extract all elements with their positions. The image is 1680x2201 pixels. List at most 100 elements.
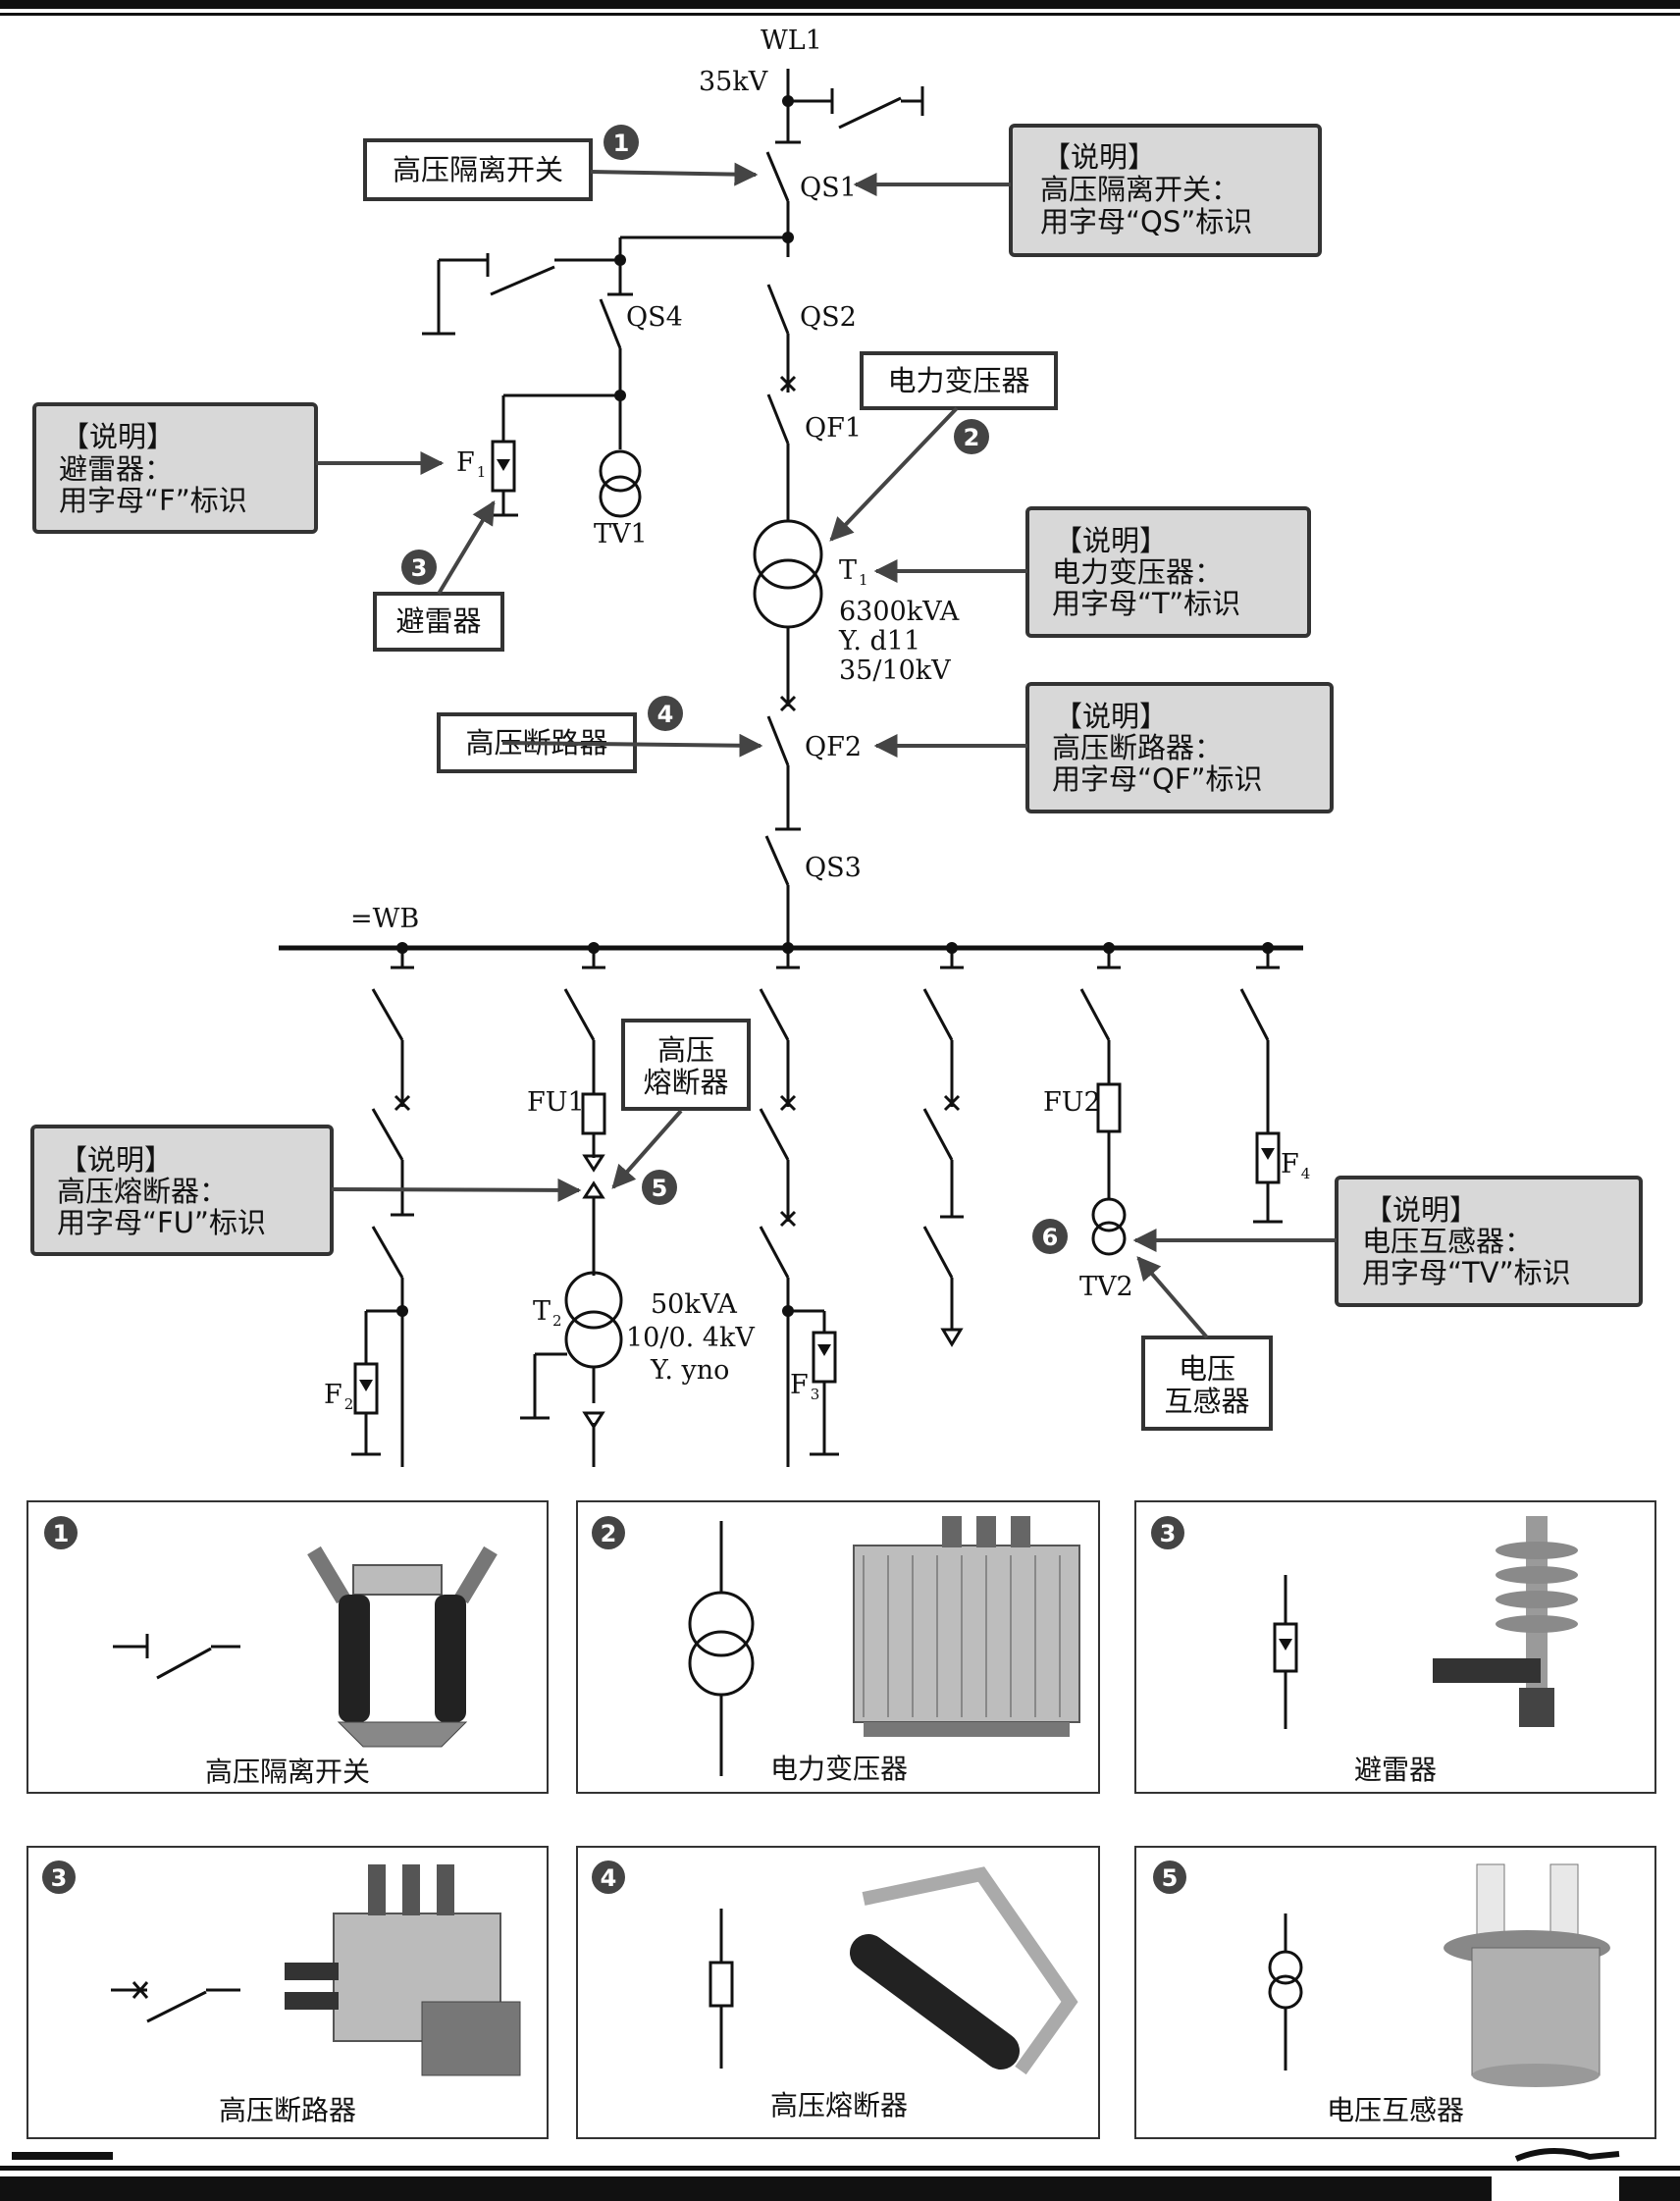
panel-arrester: 3 避雷器 <box>1134 1500 1656 1794</box>
svg-text:高压熔断器：: 高压熔断器： <box>57 1175 228 1208</box>
t1-rating: 6300kVA <box>839 597 960 627</box>
isolator-photo <box>307 1546 498 1748</box>
marker-5: 5 <box>642 1170 677 1205</box>
svg-text:1: 1 <box>613 130 630 157</box>
svg-text:2: 2 <box>601 1520 617 1547</box>
note-f <box>32 402 318 534</box>
svg-text:4: 4 <box>601 1864 617 1892</box>
callout-fuse <box>621 1019 751 1111</box>
svg-text:用字母“QS”标识: 用字母“QS”标识 <box>1040 205 1252 238</box>
svg-text:高压隔离开关：: 高压隔离开关： <box>1040 173 1239 206</box>
callout-isolator <box>363 138 593 201</box>
svg-text:电力变压器: 电力变压器 <box>887 364 1029 397</box>
breaker-photo <box>285 1864 521 2076</box>
bottom-border <box>0 2166 1680 2171</box>
feeder-2 <box>520 948 623 1467</box>
svg-text:6: 6 <box>1042 1224 1059 1251</box>
svg-text:用字母“FU”标识: 用字母“FU”标识 <box>57 1206 266 1239</box>
marker-3: 3 <box>401 550 437 585</box>
feeder-5 <box>1079 948 1127 1256</box>
svg-text:高压: 高压 <box>657 1033 714 1067</box>
svg-text:电压互感器: 电压互感器 <box>1327 2094 1464 2126</box>
svg-text:电压: 电压 <box>1179 1352 1235 1386</box>
panel-transformer: 2 电力变压器 <box>576 1500 1100 1794</box>
svg-text:5: 5 <box>1162 1864 1179 1892</box>
svg-text:避雷器: 避雷器 <box>395 604 481 638</box>
transformer-symbol <box>688 1521 755 1776</box>
vt-photo <box>1444 1863 1610 2087</box>
qs3-label: QS3 <box>805 853 862 883</box>
svg-text:用字母“T”标识: 用字母“T”标识 <box>1052 587 1240 620</box>
voltage-35kv-label: 35kV <box>699 67 768 97</box>
callout-voltage-transformer <box>1141 1336 1273 1431</box>
panel-isolator: 1 高压隔离开关 <box>26 1500 549 1794</box>
t1-voltage: 35/10kV <box>839 655 951 686</box>
callout-transformer <box>860 351 1058 410</box>
svg-text:高压隔离开关: 高压隔离开关 <box>393 153 563 186</box>
marker-6: 6 <box>1032 1219 1068 1254</box>
fu2-label: FU2 <box>1043 1087 1101 1118</box>
feeder-6 <box>1239 948 1283 1224</box>
wb-label: =WB <box>350 904 419 934</box>
qs2-label: QS2 <box>800 302 857 333</box>
fuse-photo <box>850 1866 1078 2075</box>
note-qs <box>1009 124 1322 257</box>
svg-text:熔断器: 熔断器 <box>643 1066 728 1099</box>
fu1-label: FU1 <box>527 1087 585 1118</box>
svg-text:用字母“F”标识: 用字母“F”标识 <box>59 484 247 517</box>
breaker-symbol <box>111 1981 240 2023</box>
qs1-label: QS1 <box>800 173 857 203</box>
callout-arrester <box>373 592 504 652</box>
feeder-1 <box>351 948 414 1467</box>
wl1-label: WL1 <box>761 26 822 56</box>
main-feeder-line <box>753 69 924 948</box>
marker-2: 2 <box>954 419 989 454</box>
svg-text:4: 4 <box>657 701 674 728</box>
tv2-label: TV2 <box>1079 1272 1133 1302</box>
feeder-4 <box>922 948 964 1347</box>
panel-fuse: 4 高压熔断器 <box>576 1846 1100 2139</box>
svg-text:高压断路器: 高压断路器 <box>219 2094 356 2126</box>
svg-text:3: 3 <box>1160 1520 1177 1547</box>
panel-voltage-transformer: 5 电压互感器 <box>1134 1846 1656 2139</box>
svg-text:5: 5 <box>652 1175 668 1202</box>
svg-text:高压断路器：: 高压断路器： <box>1052 731 1223 764</box>
svg-text:高压隔离开关: 高压隔离开关 <box>205 1756 370 1788</box>
top-border <box>0 0 1680 9</box>
qf2-label: QF2 <box>805 732 862 762</box>
svg-text:【说明】: 【说明】 <box>1054 524 1168 557</box>
svg-text:【说明】: 【说明】 <box>59 1143 173 1177</box>
svg-text:3: 3 <box>51 1864 68 1892</box>
svg-text:电力变压器：: 电力变压器： <box>1052 555 1223 589</box>
marker-4: 4 <box>648 696 683 731</box>
svg-text:用字母“TV”标识: 用字母“TV”标识 <box>1362 1256 1571 1289</box>
vt-symbol <box>1268 1913 1303 2070</box>
arrester-symbol <box>1273 1575 1298 1729</box>
svg-text:1: 1 <box>53 1520 70 1547</box>
svg-text:【说明】: 【说明】 <box>61 420 175 453</box>
svg-text:3: 3 <box>411 554 428 582</box>
svg-text:高压熔断器: 高压熔断器 <box>770 2089 908 2122</box>
t2-connection: Y. yno <box>650 1355 729 1386</box>
t1-connection: Y. d11 <box>838 626 920 656</box>
svg-text:【说明】: 【说明】 <box>1054 700 1168 733</box>
svg-text:【说明】: 【说明】 <box>1364 1193 1478 1227</box>
svg-text:避雷器: 避雷器 <box>1354 1754 1437 1786</box>
svg-text:互感器: 互感器 <box>1164 1385 1249 1418</box>
svg-text:【说明】: 【说明】 <box>1042 140 1156 174</box>
panel-breaker: 3 高压断路器 <box>26 1846 549 2139</box>
svg-text:电压互感器：: 电压互感器： <box>1362 1225 1533 1258</box>
qs4-label: QS4 <box>626 302 683 333</box>
fuse-symbol <box>709 1909 734 2069</box>
qf1-label: QF1 <box>805 413 862 444</box>
t2-rating: 50kVA <box>651 1289 737 1320</box>
marker-1: 1 <box>604 125 639 160</box>
